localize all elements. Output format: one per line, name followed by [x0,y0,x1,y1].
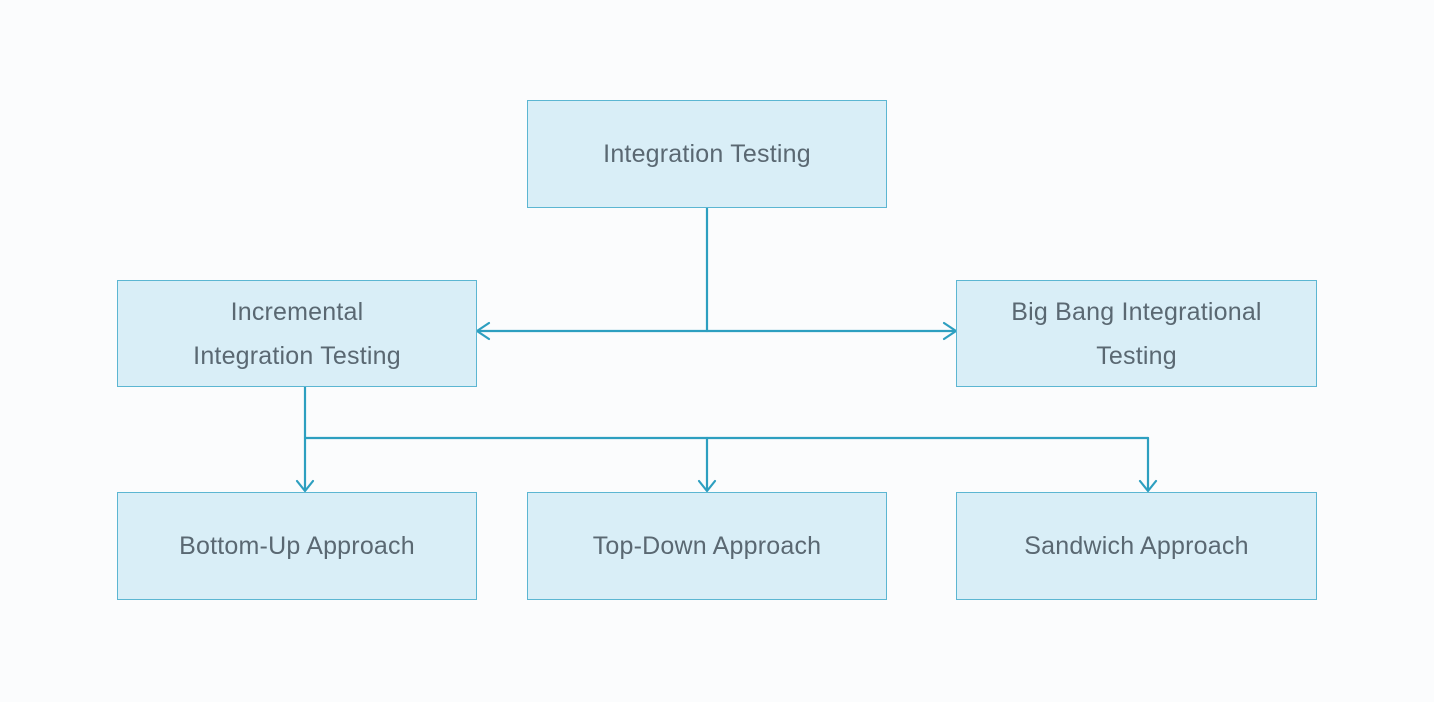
node-label-line-2: Integration Testing [193,341,401,370]
node-label-line-2: Testing [1096,341,1177,370]
node-label-line-1: Big Bang Integrational [1011,297,1262,326]
node-incremental-integration-testing: Incremental Integration Testing [117,280,477,387]
node-label-line-1: Incremental [230,297,364,326]
node-label: Sandwich Approach [1024,532,1249,560]
arrowhead-right-icon [942,321,958,341]
node-sandwich-approach: Sandwich Approach [956,492,1317,600]
node-top-down-approach: Top-Down Approach [527,492,887,600]
node-integration-testing: Integration Testing [527,100,887,208]
arrowhead-down-sandwich-icon [1138,479,1158,493]
node-label: Top-Down Approach [592,532,822,560]
node-label: Integration Testing [603,140,811,168]
node-label: Bottom-Up Approach [179,532,415,560]
arrowhead-down-top-down-icon [697,479,717,493]
node-bottom-up-approach: Bottom-Up Approach [117,492,477,600]
arrowhead-down-bottom-up-icon [295,479,315,493]
node-big-bang-integrational-testing: Big Bang Integrational Testing [956,280,1317,387]
arrowhead-left-icon [475,321,491,341]
